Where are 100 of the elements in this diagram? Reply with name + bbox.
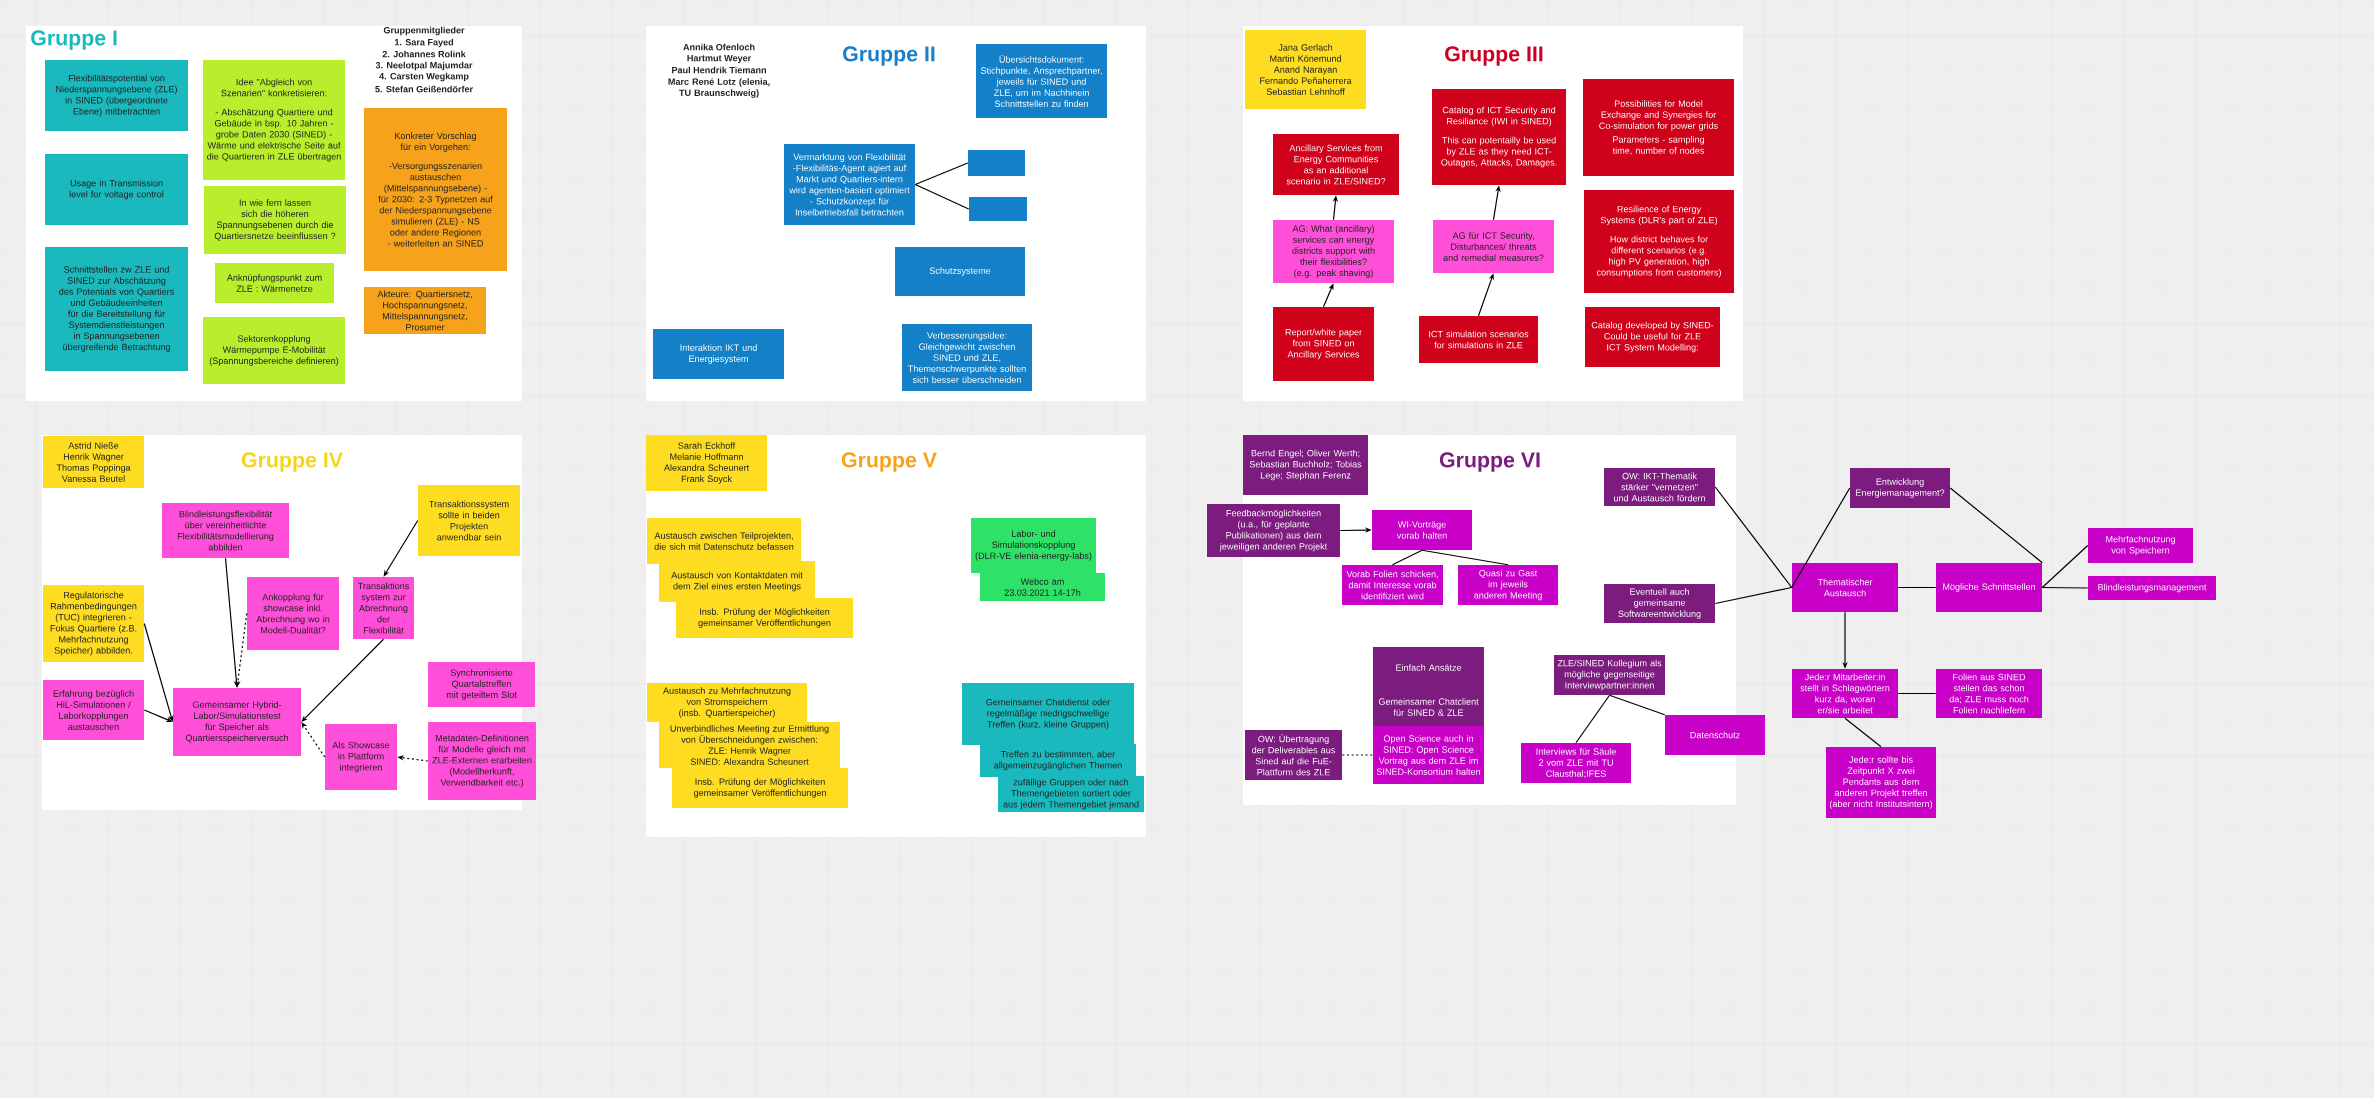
member-name: 2. Johannes Rolink bbox=[382, 50, 466, 58]
member-name: 3. Neelotpal Majumdar bbox=[375, 61, 473, 71]
connector-line bbox=[1791, 487, 1851, 589]
sticky-note: Feedbackmöglichkeiten (u.a., für geplante Publikationen) aus dem jeweiligen anderen Projekt bbox=[1207, 504, 1340, 557]
connector-line bbox=[1897, 692, 1937, 695]
sticky-note: OW: Übertragung der Deliverables aus Sined auf die FuE-Plattform des ZLE bbox=[1245, 730, 1342, 780]
sticky-note: Anknüpfungspunkt zum ZLE : Wärmenetze bbox=[215, 263, 334, 303]
sticky-note: Report/white paper from SINED on Ancillary Services bbox=[1273, 307, 1374, 381]
blank-box bbox=[968, 150, 1025, 176]
sticky-note: Vermarktung von Flexibilität -Flexibilitäs-Agent agiert auf Markt und Quartiers-intern wird agenten-basiert optimiert - Schutzkonzept für Inselbetriebsfall betrachten bbox=[784, 144, 915, 225]
sticky-note: Entwicklung Energiemanagement? bbox=[1850, 468, 1950, 508]
sticky-note: Folien aus SINED stellen das schon da; ZLE muss noch Folien nachliefern bbox=[1936, 669, 2042, 718]
sticky-note: Flexibilitätspotential von Niederspannungsebene (ZLE) in SINED (übergeordnete Ebene) mitbetrachten bbox=[45, 60, 188, 131]
sticky-note: Unverbindliches Meeting zur Ermittlung von Überschneidungen zwischen: ZLE: Henrik Wagner SINED: Alexandra Scheunert bbox=[659, 722, 840, 768]
connector-line bbox=[1714, 486, 1793, 589]
connector-line bbox=[1608, 694, 1666, 716]
sticky-note: Quasi zu Gast im jeweils anderen Meeting bbox=[1458, 565, 1558, 605]
sticky-note: Jede:r sollte bis Zeitpunkt X zwei Pendants aus dem anderen Projekt treffen (aber nicht Institutsintern) bbox=[1826, 747, 1936, 818]
sticky-note: Treffen zu bestimmten, aber allgemeinzugänglichen Themen bbox=[980, 744, 1136, 777]
sticky-note: Einfach Ansätze bbox=[1373, 647, 1484, 688]
sticky-note: Open Science auch in SINED: Open Science Vortrag aus dem ZLE im SINED-Konsortium halten bbox=[1373, 726, 1484, 784]
sticky-note: Insb. Prüfung der Möglichkeiten gemeinsamer Veröffentlichungen bbox=[676, 598, 853, 638]
sticky-note: Eventuell auch gemeinsame Softwareentwicklung bbox=[1604, 584, 1715, 623]
arrow bbox=[143, 622, 174, 722]
member-name: 5. Stefan Geißendörfer bbox=[375, 85, 473, 93]
sticky-note: Vorab Folien schicken, damit Interesse vorab identifiziert wird bbox=[1342, 565, 1443, 605]
sticky-note: Als Showcase in Plattform integrieren bbox=[325, 724, 397, 790]
member-name: 4. Carsten Wegkamp bbox=[379, 72, 469, 82]
group-title: Gruppe VI bbox=[1439, 452, 1540, 472]
sticky-note: AG: What (ancillary) services can energy districts support with their flexibilities? (e.g. peak shaving) bbox=[1273, 220, 1394, 283]
sticky-note: Austausch von Kontaktdaten mit dem Ziel eines ersten Meetings bbox=[659, 561, 815, 602]
member-name: Gruppenmitglieder bbox=[383, 26, 465, 36]
sticky-note: WI-Vorträge vorab halten bbox=[1372, 510, 1472, 550]
sticky-note: Transaktions system zur Abrechnung der Flexibilität bbox=[353, 577, 414, 639]
connector-line bbox=[2041, 544, 2089, 589]
sticky-note: Verbesserungsidee: Gleichgewicht zwischen SINED und ZLE, Themenschwerpunkte sollten sich besser überschneiden bbox=[902, 324, 1032, 391]
group-title: Gruppe I bbox=[31, 30, 117, 50]
member-name: 1. Sara Fayed bbox=[394, 38, 454, 48]
sticky-note: Transaktionssystem sollte in beiden Projekten anwendbar sein bbox=[418, 485, 520, 556]
sticky-note: Schnittstellen zw ZLE und SINED zur Abschätzung des Potentials von Quartiers und Gebäudeeinheiten für die Bereitstellung für Systemdienstleistungen in Spannungsebenen übergreifende Betrachtung bbox=[45, 247, 188, 371]
sticky-note: Resilience of Energy Systems (DLR's part of ZLE) How district behaves for different scenarios (e.g. high PV generation, high consumptions from customers) bbox=[1584, 190, 1734, 293]
sticky-note: Catalog of ICT Security and Resiliance (IWI in SINED) This can potentailly be used by ZLE as they need ICT-Outages, Attacks, Damages. bbox=[1432, 89, 1566, 185]
sticky-note: Mögliche Schnittstellen bbox=[1936, 563, 2042, 612]
sticky-note: Austausch zwischen Teilprojekten, die sich mit Datenschutz befassen bbox=[647, 518, 801, 564]
sticky-note: ZLE/SINED Kollegium als mögliche gegenseitige Interviewpartner:innen bbox=[1554, 655, 1665, 695]
sticky-note: Datenschutz bbox=[1665, 715, 1765, 755]
sticky-note: Insb. Prüfung der Möglichkeiten gemeinsamer Veröffentlichungen bbox=[672, 768, 848, 808]
group-title: Gruppe III bbox=[1445, 46, 1543, 66]
sticky-note: Jana Gerlach Martin Könemund Anand Narayan Fernando Peñaherrera Sebastian Lehnhoff bbox=[1245, 30, 1366, 109]
connector-line bbox=[1575, 694, 1611, 744]
sticky-note: Thematischer Austausch bbox=[1792, 563, 1898, 612]
sticky-note: Sarah Eckhoff Melanie Hoffmann Alexandra Scheunert Frank Soyck bbox=[646, 435, 767, 491]
sticky-note: Idee "Abgleich von Szenarien" konkretisieren: - Abschätzung Quartiere und Gebäude in bsp. 10 Jahren - grobe Daten 2030 (SINED) - Wärme und elektrische Seite auf die Quartieren in ZLE übertragen bbox=[203, 60, 345, 180]
sticky-note: Regulatorische Rahmenbedingungen (TUC) integrieren - Fokus Quartiere (z.B. Mehrfachnutzung Speicher) abbilden. bbox=[43, 585, 144, 662]
sticky-note: In wie fern lassen sich die höheren Spannungsebenen durch die Quartiersnetze beeinflussen ? bbox=[204, 186, 346, 254]
sticky-note: Synchronisierte Quartalstreffen mit geteiltem Slot bbox=[428, 662, 535, 707]
sticky-note: Akteure: Quartiersnetz, Hochspannungsnetz, Mittelspannungsnetz, Prosumer bbox=[364, 287, 486, 334]
member-name: Paul Hendrik Tiemann bbox=[672, 66, 766, 74]
sticky-note: Austausch zu Mehrfachnutzung von Stromspeichern (insb. Quartierspeicher) bbox=[647, 683, 807, 722]
member-name: Marc René Lotz (elenia, TU Braunschweig) bbox=[668, 78, 770, 98]
sticky-note: AG für ICT Security, Disturbances/ threats and remedial measures? bbox=[1433, 220, 1554, 273]
sticky-note: Mehrfachnutzung von Speichern bbox=[2088, 528, 2193, 563]
connector-line bbox=[1391, 549, 1423, 566]
sticky-note: Gemeinsamer Hybrid-Labor/Simulationstest für Speicher als Quartiersspeicherversuch bbox=[173, 688, 301, 756]
sticky-note: Labor- und Simulationskopplung (DLR-VE elenia-energy-labs) bbox=[971, 518, 1096, 573]
member-name: Annika Ofenloch bbox=[683, 43, 755, 51]
sticky-note: Übersichtsdokument: Stichpunkte, Ansprechpartner, jeweils für SINED und ZLE, um im Nachhinein Schnittstellen zu finden bbox=[976, 44, 1107, 118]
group-title: Gruppe II bbox=[843, 46, 935, 66]
sticky-note: Possibilities for Model Exchange and Synergies for Co-simulation for power grids Parameters - sampling time, number of nodes bbox=[1583, 79, 1734, 176]
sticky-note: Webco am 23.03.2021 14-17h bbox=[980, 573, 1105, 601]
connector-line bbox=[914, 183, 970, 210]
connector-line bbox=[2041, 586, 2089, 589]
sticky-note: Interviews für Säule 2 vom ZLE mit TU Clausthal;IFES bbox=[1521, 743, 1631, 783]
connector-line bbox=[1949, 487, 2043, 564]
connector-line bbox=[1421, 549, 1509, 566]
sticky-note: ICT simulation scenarios for simulations in ZLE bbox=[1419, 316, 1538, 363]
sticky-note: Sektorenkopplung Wärmepumpe E-Mobilität (Spannungsbereiche definieren) bbox=[203, 317, 345, 384]
sticky-note: Blindleistungsflexibilität über vereinheitlichte Flexibilitätsmodellierung abbilden bbox=[162, 503, 289, 558]
connector-line bbox=[1341, 754, 1374, 756]
sticky-note: Konkreter Vorschlag für ein Vorgehen: -Versorgungsszenarien austauschen (Mittelspannungsebene) - für 2030: 2-3 Typnetzen auf der Niederspannungsebene simulieren (ZLE) - NS oder andere Regionen - weiterleiten an SINED bbox=[364, 108, 507, 271]
sticky-note: Erfahrung bezüglich HiL-Simulationen / Laborkopplungen austauschen bbox=[43, 680, 144, 740]
group-title: Gruppe IV bbox=[241, 452, 343, 472]
sticky-note: Ancillary Services from Energy Communities as an additional scenario in ZLE/SINED? bbox=[1273, 134, 1399, 195]
connector-line bbox=[1714, 586, 1793, 605]
sticky-note: Catalog developed by SINED- Could be useful for ZLE ICT System Modelling: bbox=[1585, 307, 1720, 367]
sticky-note: Interaktion IKT und Energiesystem bbox=[653, 329, 784, 379]
member-name: Hartmut Weyer bbox=[687, 54, 752, 64]
group-title: Gruppe V bbox=[841, 452, 937, 472]
arrow bbox=[301, 722, 326, 758]
sticky-note: Schutzsysteme bbox=[895, 247, 1025, 296]
blank-box bbox=[969, 197, 1027, 221]
sticky-note: Jede:r Mitarbeiter:in stellt in Schlagwörtern kurz da, woran er/sie arbeitet bbox=[1792, 669, 1898, 718]
sticky-note: Gemeinsamer Chatclient für SINED & ZLE bbox=[1373, 688, 1484, 726]
sticky-note: Bernd Engel; Oliver Werth; Sebastian Buchholz; Tobias Lege; Stephan Ferenz bbox=[1243, 435, 1368, 495]
sticky-note: Astrid Nieße Henrik Wagner Thomas Poppinga Vanessa Beutel bbox=[43, 436, 144, 488]
sticky-note: Blindleistungsmanagement bbox=[2088, 576, 2216, 600]
sticky-note: Metadaten-Definitionen für Modelle gleich mit ZLE-Externen erarbeiten (Modellherkunft, Verwendbarkeit etc.) bbox=[428, 722, 536, 800]
sticky-note: OW: IKT-Thematik stärker "vernetzen" und Austausch fördern bbox=[1604, 468, 1715, 506]
connector-line bbox=[914, 162, 969, 186]
connector-line bbox=[1844, 717, 1882, 748]
